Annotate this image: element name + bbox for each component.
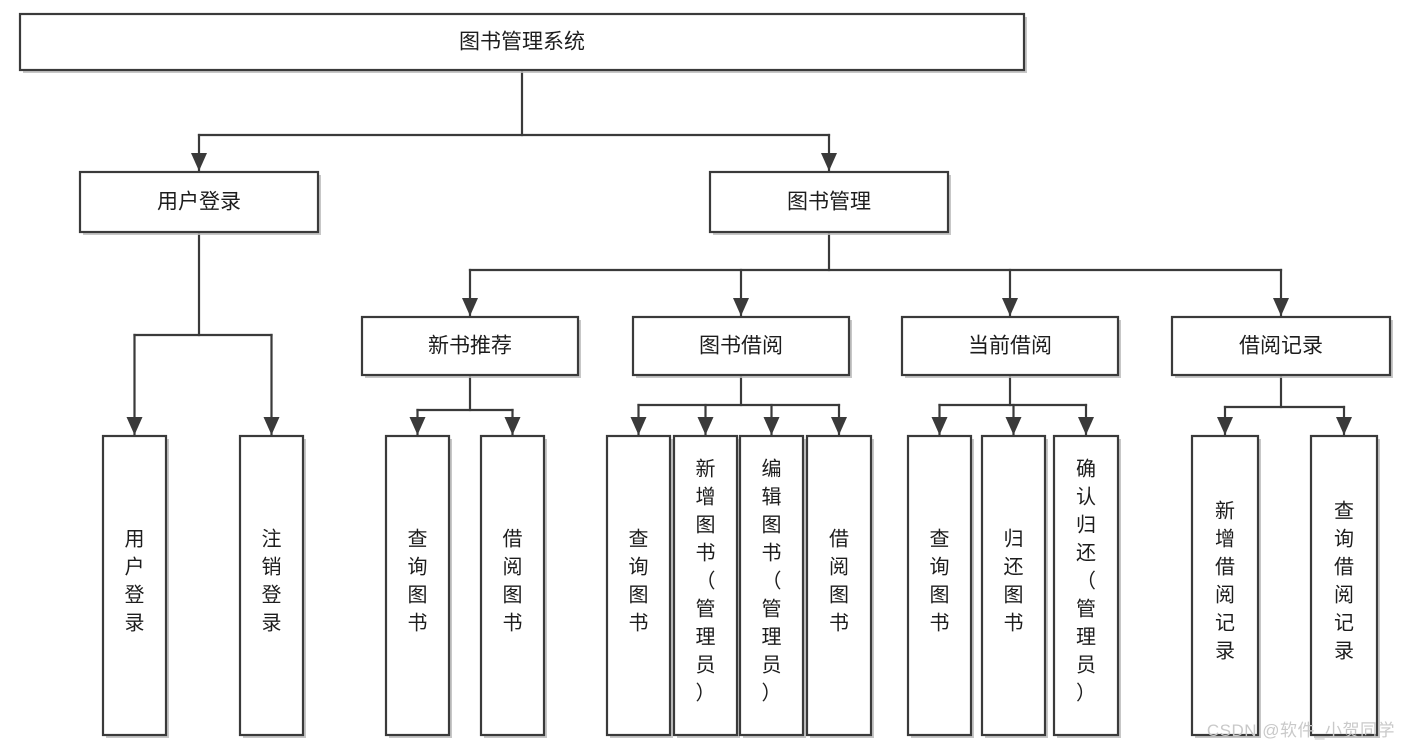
leaf-node-leaf-return-book[interactable]: 归还图书: [980, 434, 1048, 738]
arrow-head-icon: [191, 153, 207, 171]
arrow-head-icon: [1273, 298, 1289, 316]
leaf-node-leaf-query-book-3[interactable]: 查询图书: [906, 434, 974, 738]
level1-node-user-login[interactable]: 用户登录: [78, 170, 321, 235]
leaf-node-leaf-borrow-book-2-label: 借阅图书: [829, 528, 849, 635]
level2-node-new-book-recommend[interactable]: 新书推荐: [360, 315, 581, 378]
arrow-head-icon: [931, 417, 948, 435]
leaf-node-leaf-add-book[interactable]: 新增图书（管理员）: [672, 434, 740, 738]
arrow-head-icon: [630, 417, 647, 435]
leaf-node-leaf-confirm-return[interactable]: 确认归还（管理员）: [1052, 434, 1121, 738]
arrow-head-icon: [462, 298, 478, 316]
level1-node-book-manage[interactable]: 图书管理: [708, 170, 951, 235]
leaf-node-leaf-query-book-2-label: 查询图书: [629, 528, 649, 635]
arrow-head-icon: [126, 417, 143, 435]
arrow-head-icon: [697, 417, 714, 435]
leaf-node-leaf-user-login-label: 用户登录: [125, 529, 145, 635]
level1-node-user-login-label: 用户登录: [157, 191, 241, 214]
csdn-watermark: CSDN @软件_小贺同学: [1206, 721, 1395, 740]
arrow-head-icon: [1005, 417, 1022, 435]
leaf-node-leaf-edit-book[interactable]: 编辑图书（管理员）: [738, 434, 806, 738]
leaf-node-leaf-logout-login[interactable]: 注销登录: [238, 434, 306, 738]
root-node-label: 图书管理系统: [459, 31, 585, 54]
arrow-head-icon: [1078, 417, 1094, 435]
leaf-node-leaf-return-book-label: 归还图书: [1004, 528, 1024, 635]
arrow-head-icon: [1002, 298, 1018, 316]
leaf-node-leaf-query-book-2[interactable]: 查询图书: [605, 434, 673, 738]
arrow-head-icon: [504, 417, 521, 435]
leaf-node-leaf-edit-book-label: 编辑图书（管理员）: [762, 458, 782, 705]
arrow-head-icon: [763, 417, 780, 435]
level2-node-borrow-record[interactable]: 借阅记录: [1170, 315, 1393, 378]
root-node[interactable]: 图书管理系统: [18, 12, 1027, 73]
arrow-head-icon: [1336, 417, 1352, 435]
leaf-node-leaf-query-book-1-label: 查询图书: [408, 528, 428, 635]
leaf-node-leaf-query-record-label: 查询借阅记录: [1334, 500, 1354, 663]
arrow-head-icon: [831, 417, 847, 435]
connector-layer: [126, 68, 1352, 436]
leaf-node-leaf-query-book-3-label: 查询图书: [930, 528, 950, 635]
leaf-node-leaf-add-book-label: 新增图书（管理员）: [696, 458, 716, 705]
leaf-node-leaf-add-record-label: 新增借阅记录: [1215, 500, 1235, 663]
leaf-node-leaf-borrow-book-1-label: 借阅图书: [503, 528, 523, 635]
level2-node-current-borrow[interactable]: 当前借阅: [900, 315, 1121, 378]
level2-node-book-borrow-label: 图书借阅: [699, 335, 783, 358]
leaf-node-leaf-add-record[interactable]: 新增借阅记录: [1190, 434, 1261, 738]
arrow-head-icon: [263, 417, 280, 435]
leaf-node-leaf-confirm-return-label: 确认归还（管理员）: [1076, 458, 1096, 705]
level2-node-borrow-record-label: 借阅记录: [1239, 335, 1323, 358]
arrow-head-icon: [733, 298, 749, 316]
level2-node-book-borrow[interactable]: 图书借阅: [631, 315, 852, 378]
leaf-node-leaf-borrow-book-2[interactable]: 借阅图书: [805, 434, 874, 738]
arrow-head-icon: [1217, 417, 1233, 435]
leaf-node-leaf-borrow-book-1[interactable]: 借阅图书: [479, 434, 547, 738]
level2-node-current-borrow-label: 当前借阅: [968, 335, 1052, 358]
level2-node-new-book-recommend-label: 新书推荐: [428, 335, 512, 358]
leaf-node-leaf-query-record[interactable]: 查询借阅记录: [1309, 434, 1380, 738]
leaf-node-leaf-logout-login-label: 注销登录: [262, 528, 282, 635]
arrow-head-icon: [409, 417, 426, 435]
arrow-head-icon: [821, 153, 837, 171]
node-layer: 图书管理系统用户登录图书管理新书推荐图书借阅当前借阅借阅记录用户登录注销登录查询…: [18, 12, 1393, 738]
leaf-node-leaf-user-login[interactable]: 用户登录: [101, 434, 169, 738]
level1-node-book-manage-label: 图书管理: [787, 191, 871, 214]
leaf-node-leaf-query-book-1[interactable]: 查询图书: [384, 434, 452, 738]
